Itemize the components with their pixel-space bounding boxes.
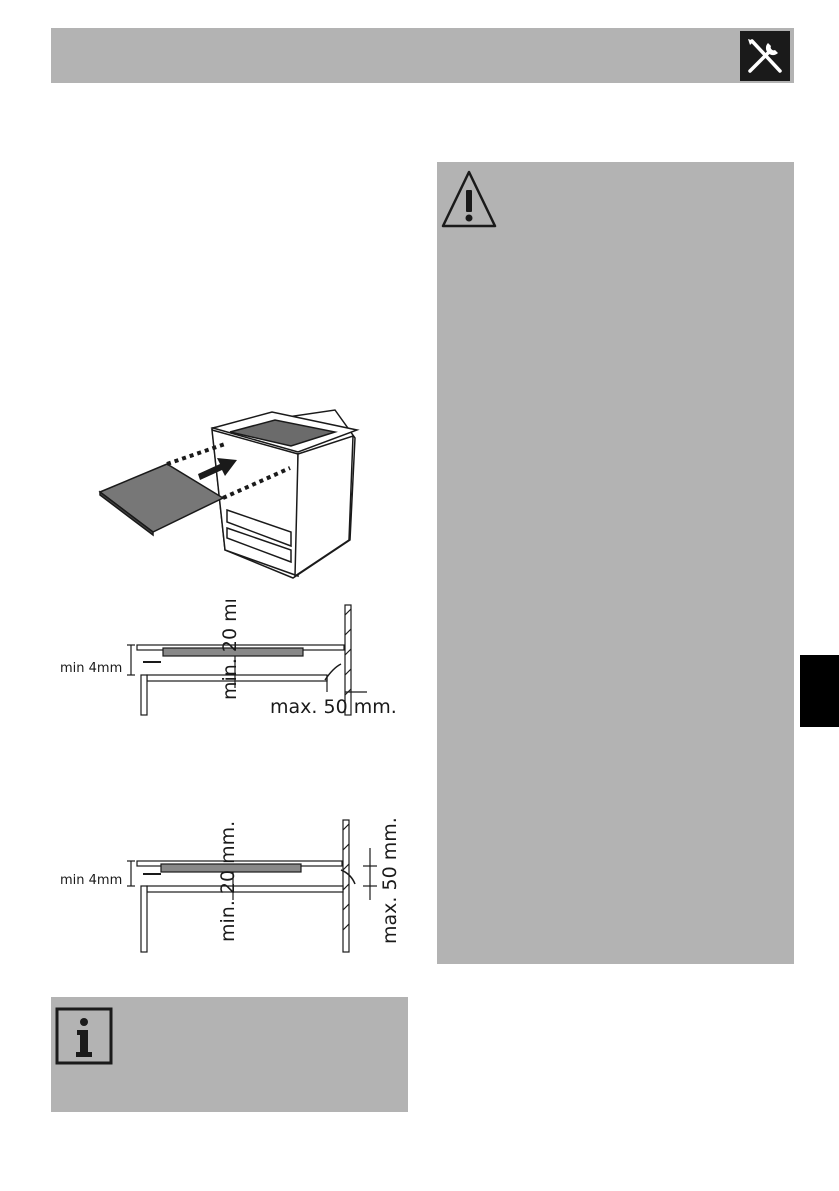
vertical-dimension-label-top: min. 20 mm.: [219, 600, 241, 700]
side-dimension-label-bottom: max. 50 mm.: [379, 818, 401, 944]
tools-icon: [740, 31, 790, 81]
clearance-diagram-top: min 4mm min. 20 mm. max. 50 mm.: [60, 600, 397, 718]
header-bar: [51, 28, 794, 83]
info-icon: [55, 1007, 113, 1065]
clearance-diagram-bottom: min 4mm min. 20 mm. max. 50 mm.: [60, 818, 401, 953]
warning-triangle-icon: [441, 170, 497, 228]
vertical-dimension-label-bottom: min. 20 mm.: [217, 821, 239, 942]
min-gap-label-bottom: min 4mm: [60, 873, 122, 888]
info-panel: [51, 997, 408, 1112]
chapter-tab: [800, 655, 839, 727]
panel-insert-illustration: [98, 409, 360, 579]
warning-panel: [437, 162, 794, 964]
min-gap-label-top: min 4mm: [60, 661, 122, 676]
horizontal-dimension-label-top: max. 50 mm.: [270, 696, 397, 718]
